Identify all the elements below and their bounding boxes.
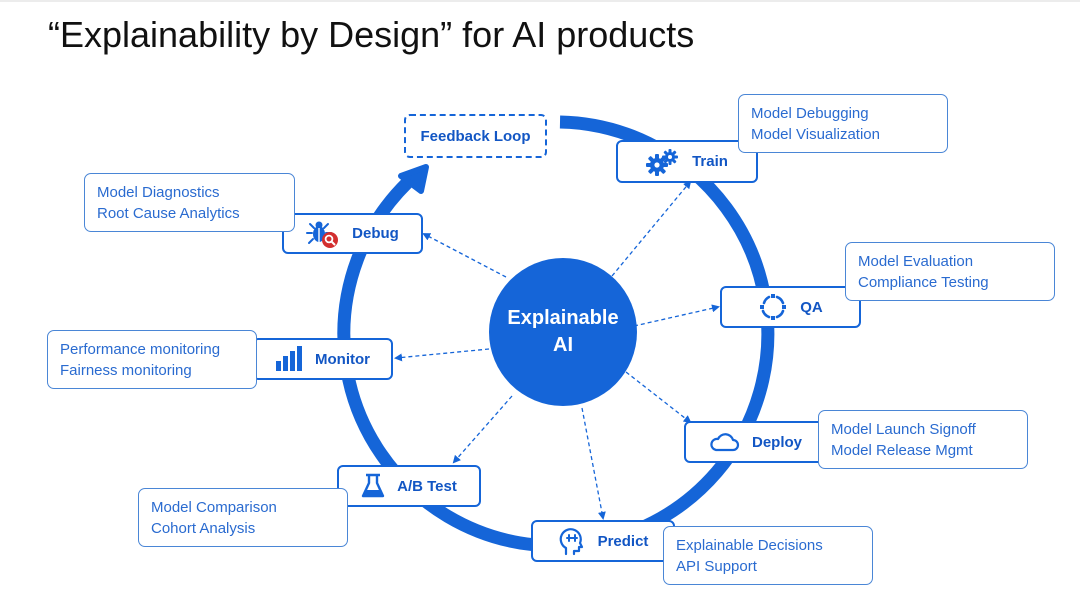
connector-qa xyxy=(633,304,720,327)
info-line: API Support xyxy=(676,557,757,575)
stage-monitor: Monitor xyxy=(252,338,393,380)
info-line: Performance monitoring xyxy=(60,340,221,358)
stage-train: Train xyxy=(616,140,758,183)
info-ab-test: Model Comparison Cohort Analysis xyxy=(138,488,348,547)
center-label-line2: AI xyxy=(553,334,573,356)
info-line: Root Cause Analytics xyxy=(97,204,240,222)
stage-predict: Predict xyxy=(531,520,675,562)
info-line: Model Visualization xyxy=(751,125,880,143)
center-explainable-ai: Explainable AI xyxy=(489,258,637,406)
stage-label: Monitor xyxy=(315,350,370,368)
bar-chart-icon xyxy=(275,346,303,372)
info-line: Fairness monitoring xyxy=(60,361,192,379)
info-line: Explainable Decisions xyxy=(676,536,823,554)
top-divider xyxy=(0,0,1080,2)
stage-label: Train xyxy=(692,153,728,170)
stage-feedback-loop: Feedback Loop xyxy=(404,114,547,158)
info-line: Model Comparison xyxy=(151,498,277,516)
info-monitor: Performance monitoring Fairness monitori… xyxy=(47,330,257,389)
page-title: “Explainability by Design” for AI produc… xyxy=(48,14,695,55)
stage-label: QA xyxy=(800,298,823,316)
info-qa: Model Evaluation Compliance Testing xyxy=(845,242,1055,301)
connector-debug xyxy=(422,233,507,278)
info-line: Compliance Testing xyxy=(858,273,989,291)
bug-search-icon xyxy=(306,219,340,249)
info-deploy: Model Launch Signoff Model Release Mgmt xyxy=(818,410,1028,469)
info-predict: Explainable Decisions API Support xyxy=(663,526,873,585)
cloud-icon xyxy=(708,431,740,453)
connector-train xyxy=(611,180,692,277)
info-line: Model Release Mgmt xyxy=(831,441,973,459)
stage-qa: QA xyxy=(720,286,861,328)
connector-deploy xyxy=(625,371,692,424)
info-debug: Model Diagnostics Root Cause Analytics xyxy=(84,173,295,232)
info-line: Model Debugging xyxy=(751,104,869,122)
stage-label: A/B Test xyxy=(397,477,457,495)
connector-monitor xyxy=(394,348,490,362)
stage-debug: Debug xyxy=(282,213,423,254)
info-train: Model Debugging Model Visualization xyxy=(738,94,948,153)
head-brain-icon xyxy=(558,526,586,556)
info-line: Model Evaluation xyxy=(858,252,974,270)
gears-icon xyxy=(646,148,680,176)
connector-predict xyxy=(581,407,606,520)
info-line: Model Diagnostics xyxy=(97,183,220,201)
cycle-arrowhead xyxy=(398,164,429,194)
center-label-line1: Explainable xyxy=(507,307,619,329)
stage-label: Debug xyxy=(352,225,399,242)
flask-icon xyxy=(361,473,385,499)
stage-label: Feedback Loop xyxy=(420,127,531,145)
stage-label: Predict xyxy=(597,532,649,550)
stage-deploy: Deploy xyxy=(684,421,826,463)
info-line: Model Launch Signoff xyxy=(831,420,976,438)
info-line: Cohort Analysis xyxy=(151,519,256,537)
focus-target-icon xyxy=(758,292,788,322)
stage-label: Deploy xyxy=(751,433,802,451)
connector-abtest xyxy=(452,395,513,464)
stage-ab-test: A/B Test xyxy=(337,465,481,507)
